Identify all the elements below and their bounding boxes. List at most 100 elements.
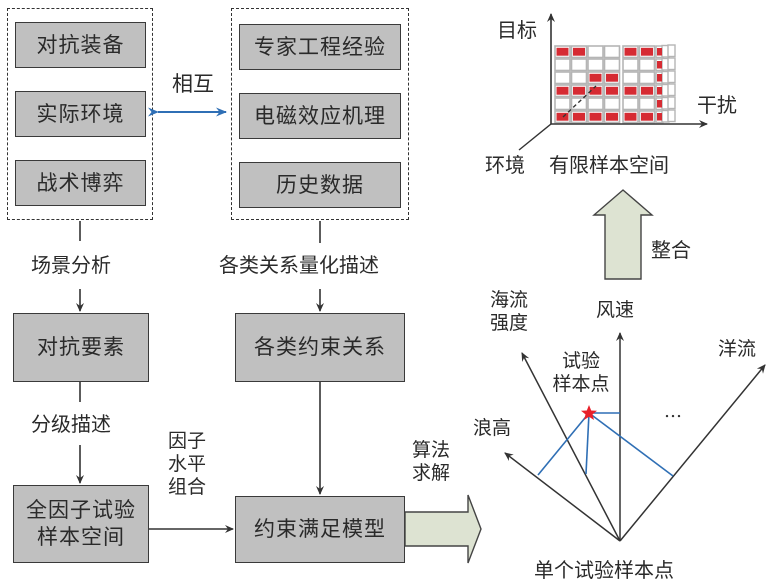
grid-cell xyxy=(570,71,588,85)
grid-cell xyxy=(603,45,621,59)
integrate-label: 整合 xyxy=(651,238,691,262)
grid-cell-filled xyxy=(641,112,653,121)
factor-combo-line2: 水平 xyxy=(167,453,206,475)
grid-cell-filled xyxy=(624,112,637,121)
grid-cell-filled xyxy=(556,86,569,95)
grid-cell-filled xyxy=(556,112,569,121)
grid-cell-filled xyxy=(606,73,618,82)
grid-cell-filled xyxy=(624,47,637,56)
grid-cell-filled xyxy=(573,47,585,56)
grid-depth-cell xyxy=(667,83,676,97)
grid-cell-filled xyxy=(556,47,569,56)
grid-cell-filled xyxy=(606,112,618,121)
grid-cell-filled xyxy=(606,86,618,95)
axis-ocean-current-label: 洋流 xyxy=(718,338,757,360)
grid-cell xyxy=(638,97,656,111)
radar-axis-wave xyxy=(504,452,621,542)
grid-depth-filled xyxy=(657,113,662,121)
grid-cell xyxy=(587,45,604,59)
single-sample-caption: 单个试验样本点 xyxy=(534,558,674,582)
grid-depth-filled xyxy=(657,61,662,69)
full-factor-line2: 样本空间 xyxy=(37,525,125,549)
axis-interference-label: 干扰 xyxy=(697,93,737,117)
grid-cell xyxy=(622,71,639,85)
grid-cell xyxy=(554,58,571,72)
sample-space-grid xyxy=(554,44,676,124)
grid-cell-filled xyxy=(641,86,653,95)
sample-point-line1: 试验 xyxy=(561,350,600,372)
grid-depth-cell xyxy=(667,96,676,110)
grid-cell-filled xyxy=(573,112,585,121)
grid-cell xyxy=(603,58,621,72)
box-real-environment: 实际环境 xyxy=(15,91,146,137)
algorithm-solve-label: 算法 求解 xyxy=(406,439,456,485)
grid-depth-filled xyxy=(657,100,662,108)
box-em-mechanism: 电磁效应机理 xyxy=(239,93,401,139)
grid-depth-cell xyxy=(667,57,676,71)
more-axes-ellipsis: … xyxy=(664,401,682,422)
box-confrontation-elements: 对抗要素 xyxy=(13,313,149,382)
projection-to-ocean-current xyxy=(588,412,674,477)
grid-cell xyxy=(570,58,588,72)
box-full-factor-space: 全因子试验 样本空间 xyxy=(13,485,149,563)
grid-cell-filled xyxy=(589,112,602,121)
scene-analysis-label: 场景分析 xyxy=(31,253,111,277)
grid-cell-filled xyxy=(573,86,585,95)
current-strength-line2: 强度 xyxy=(489,312,528,334)
radar-axis-ocean-current xyxy=(619,364,766,542)
quantify-relations-label: 各类关系量化描述 xyxy=(219,253,379,277)
grading-label: 分级描述 xyxy=(31,412,111,436)
grid-depth-cell xyxy=(667,109,676,123)
grid-depth-cell xyxy=(667,70,676,84)
radar-axis-current-strength xyxy=(521,352,621,542)
grid-cell-filled xyxy=(641,47,653,56)
grid-cell xyxy=(587,58,604,72)
axis-current-strength-label: 海流 强度 xyxy=(484,289,534,335)
grid-cell xyxy=(554,71,571,85)
box-confrontation-equipment: 对抗装备 xyxy=(15,22,146,68)
grid-cell xyxy=(622,58,639,72)
right-source-group xyxy=(231,8,409,220)
sample-point-star xyxy=(581,405,597,420)
axis-environment xyxy=(518,123,552,151)
grid-cell xyxy=(587,97,604,111)
grid-cell xyxy=(622,97,639,111)
algo-line1: 算法 xyxy=(411,439,450,461)
box-expert-experience: 专家工程经验 xyxy=(239,24,401,70)
factor-combo-line3: 组合 xyxy=(167,476,206,498)
axis-environment-label: 环境 xyxy=(485,153,525,177)
box-historical-data: 历史数据 xyxy=(239,162,401,208)
factor-combo-line1: 因子 xyxy=(167,430,206,452)
grid-cell xyxy=(638,71,656,85)
integrate-big-arrow xyxy=(592,189,654,280)
current-strength-line1: 海流 xyxy=(489,289,528,311)
sample-space-caption: 有限样本空间 xyxy=(549,153,669,177)
grid-cell-filled xyxy=(624,86,637,95)
full-factor-line1: 全因子试验 xyxy=(26,498,136,522)
box-constraint-relations: 各类约束关系 xyxy=(235,313,405,382)
grid-cell-filled xyxy=(589,73,602,82)
box-tactical-game: 战术博弈 xyxy=(15,160,146,206)
axis-target-label: 目标 xyxy=(497,18,537,42)
projection-to-wave xyxy=(537,412,590,476)
grid-cell xyxy=(570,97,588,111)
grid-cell-filled xyxy=(589,86,602,95)
solve-big-arrow xyxy=(404,494,482,564)
algo-line2: 求解 xyxy=(411,462,450,484)
mutual-label: 相互 xyxy=(172,72,214,96)
sample-point-line2: 样本点 xyxy=(552,373,610,395)
sample-point-label: 试验 样本点 xyxy=(541,350,621,396)
grid-depth-filled xyxy=(657,87,662,95)
factor-combination-label: 因子 水平 组合 xyxy=(163,430,211,499)
grid-depth-cell xyxy=(667,44,676,58)
axis-wave-label: 浪高 xyxy=(473,417,512,439)
grid-depth-filled xyxy=(657,74,662,82)
grid-cell xyxy=(554,97,571,111)
grid-cell xyxy=(603,97,621,111)
radar-chart xyxy=(504,332,766,542)
axis-wind-label: 风速 xyxy=(596,299,635,321)
projection-to-current-strength xyxy=(585,412,590,475)
axis-environment-dashed xyxy=(562,85,597,118)
grid-cell xyxy=(638,58,656,72)
